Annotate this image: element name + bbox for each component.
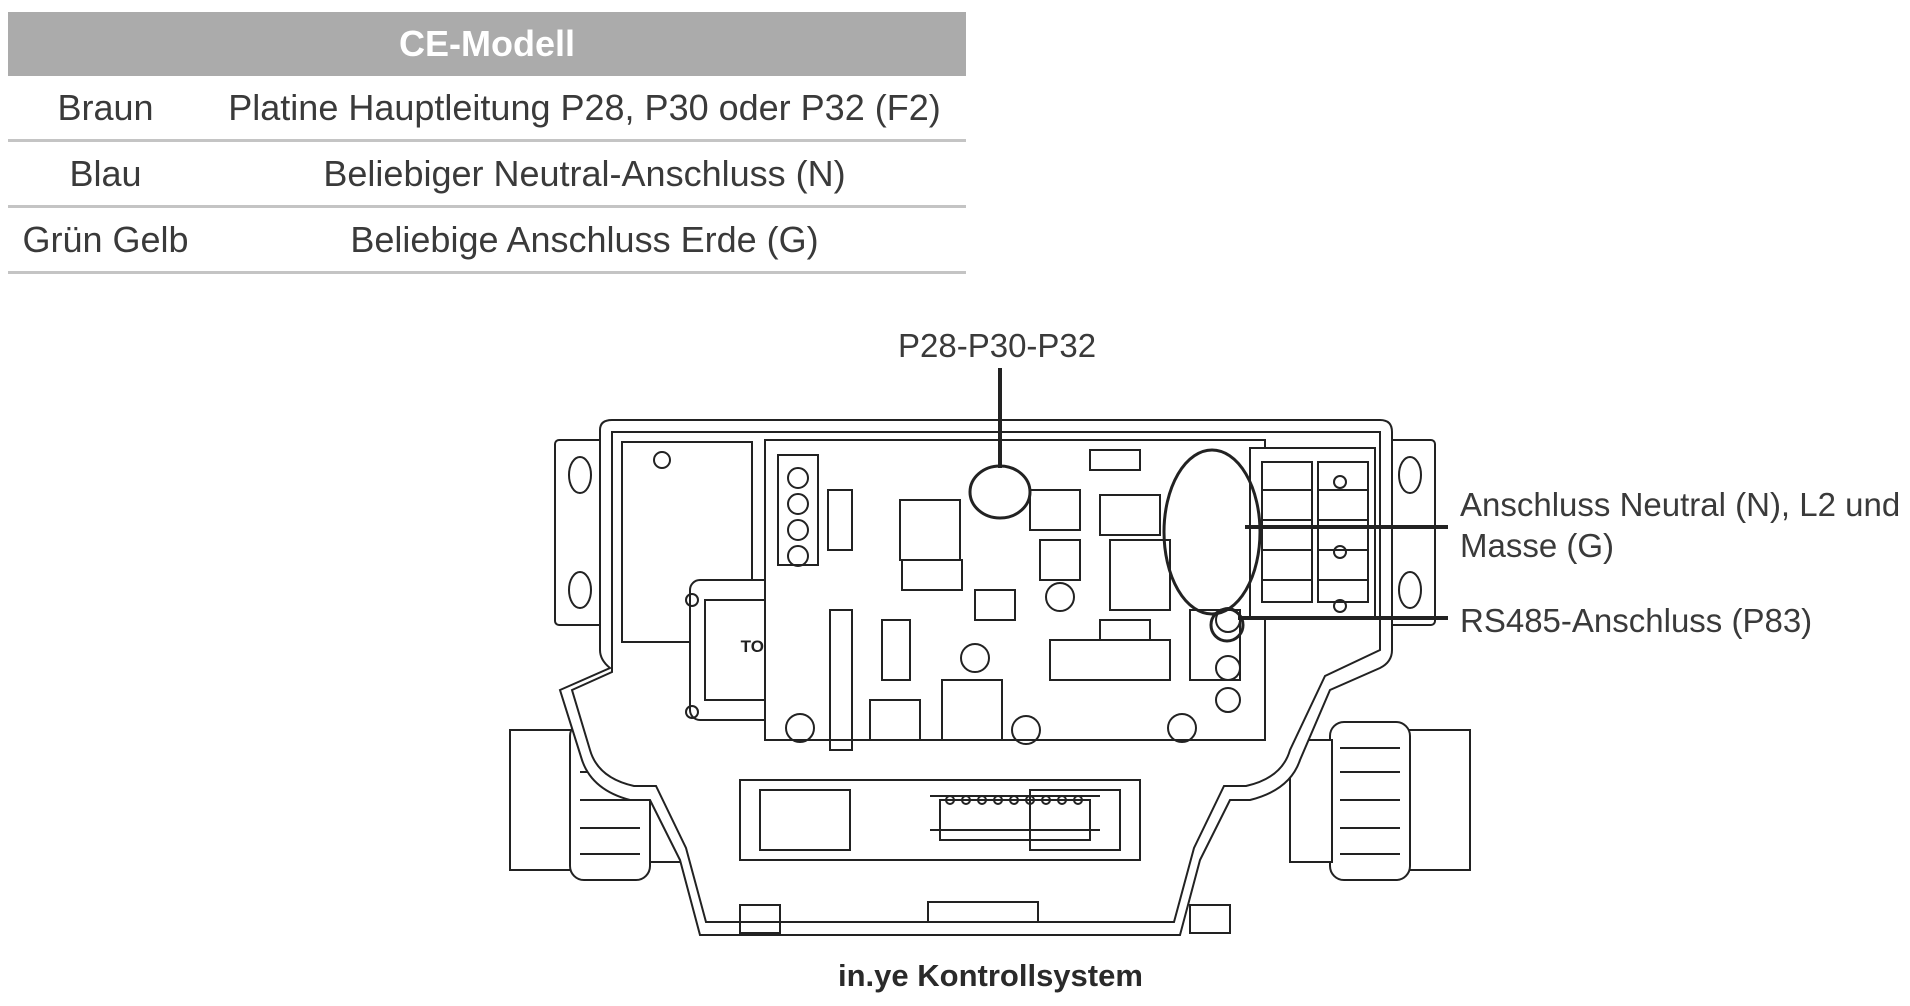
neutral-terminal-highlight: [1162, 448, 1262, 616]
wire-color-cell: Braun: [8, 76, 203, 142]
callout-rs485: RS485-Anschluss (P83): [1460, 602, 1813, 639]
callout-p28-p30-p32: P28-P30-P32: [898, 327, 1097, 364]
terminal-strip: [945, 795, 1083, 805]
diagram-caption: in.ye Kontrollsystem: [838, 958, 1143, 993]
wire-connection-cell: Beliebiger Neutral-Anschluss (N): [203, 140, 966, 208]
callout-neutral-line2: Masse (G): [1460, 527, 1615, 564]
wire-connection-cell: Platine Hauptleitung P28, P30 oder P32 (…: [203, 76, 966, 142]
rs485-highlight: [1209, 607, 1245, 643]
right-pipe-fitting: [1289, 721, 1471, 881]
table-row: Blau Beliebiger Neutral-Anschluss (N): [8, 140, 966, 208]
left-mounting-tab: [554, 439, 606, 626]
wire-connection-cell: Beliebige Anschluss Erde (G): [203, 206, 966, 274]
wiring-table: CE-Modell Braun Platine Hauptleitung P28…: [8, 12, 966, 274]
table-row: Grün Gelb Beliebige Anschluss Erde (G): [8, 206, 966, 274]
table-row: Braun Platine Hauptleitung P28, P30 oder…: [8, 76, 966, 142]
wire-color-cell: Blau: [8, 140, 203, 208]
circuit-board: [764, 439, 1266, 751]
table-header-row: CE-Modell: [8, 12, 966, 76]
table-header: CE-Modell: [8, 12, 966, 76]
wire-color-cell: Grün Gelb: [8, 206, 203, 274]
callout-neutral-l2-ground: Anschluss Neutral (N), L2 und Masse (G): [1460, 484, 1900, 566]
callout-neutral-line1: Anschluss Neutral (N), L2 und: [1460, 486, 1901, 523]
